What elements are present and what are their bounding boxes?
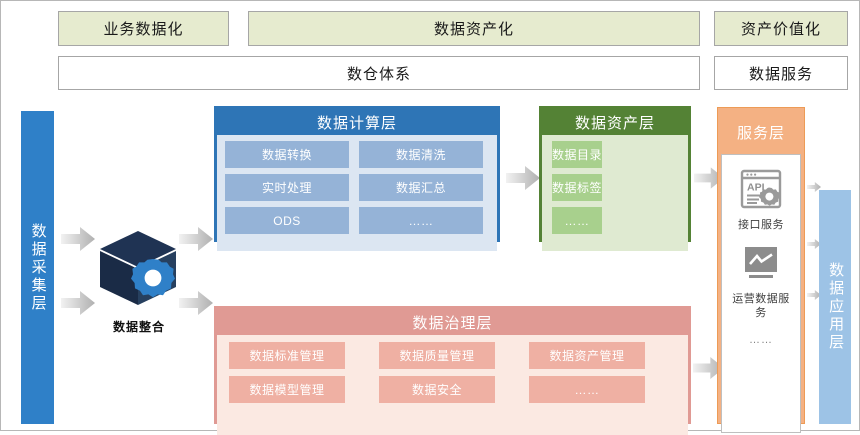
service-item-api[interactable]: API 接口服务 (728, 167, 794, 233)
service-item-label: 运营数据服务 (732, 292, 790, 319)
panel-title-compute: 数据计算层 (217, 109, 497, 135)
chip-asset-item[interactable]: 数据目录 (552, 141, 603, 168)
service-more-label: …… (749, 334, 773, 347)
system-label: 数据服务 (748, 65, 813, 83)
chip-label: 数据转换 (261, 148, 312, 162)
chip-asset-item[interactable]: 数据标签 (552, 174, 603, 201)
panel-title-text: 数据计算层 (316, 114, 397, 132)
arrow-service-to-apply-3 (807, 290, 821, 300)
system-box-data-service: 数据服务 (714, 56, 848, 90)
chip-label: 实时处理 (261, 181, 312, 195)
layer-column-data-collection: 数据采集层 (21, 111, 54, 424)
chip-label: ODS (273, 213, 301, 228)
service-item-label: 接口服务 (738, 219, 784, 231)
system-box-data-warehouse: 数仓体系 (58, 56, 700, 90)
system-label: 数仓体系 (346, 65, 411, 83)
layer-column-label: 数据采集层 (29, 222, 47, 313)
chip-governance-item[interactable]: …… (529, 376, 645, 403)
chip-compute-item[interactable]: 数据汇总 (359, 174, 483, 201)
chip-label: 数据汇总 (395, 181, 446, 195)
panel-body-asset: 数据目录 数据标签 …… (542, 135, 688, 251)
chip-label: 数据清洗 (395, 148, 446, 162)
chip-label: …… (408, 213, 434, 228)
arrow-governance-to-service (693, 357, 724, 379)
arrow-collect-to-integration-top (61, 227, 95, 251)
chip-label: 数据质量管理 (399, 349, 475, 363)
chip-governance-item[interactable]: 数据安全 (379, 376, 495, 403)
panel-title-asset: 数据资产层 (542, 109, 688, 135)
chip-label: …… (574, 382, 600, 397)
api-window-icon: API (740, 169, 782, 209)
arrow-service-to-apply-1 (807, 182, 821, 192)
arrow-asset-to-service (694, 167, 724, 189)
goal-label: 数据资产化 (433, 21, 514, 38)
chip-governance-item[interactable]: 数据模型管理 (229, 376, 345, 403)
monitor-chart-icon (745, 246, 777, 278)
chip-compute-item[interactable]: …… (359, 207, 483, 234)
arrow-collect-to-integration-bottom (61, 291, 95, 315)
goal-box-asset-valuation: 资产价值化 (714, 11, 848, 46)
panel-asset-layer: 数据资产层 数据目录 数据标签 …… (539, 106, 691, 251)
panel-title-service: 服务层 (721, 111, 801, 154)
integration-label: 数据整合 (112, 320, 165, 334)
svg-text:API: API (747, 182, 765, 194)
chip-asset-item[interactable]: …… (552, 207, 603, 234)
panel-title-text: 数据资产层 (574, 114, 655, 132)
chip-label: …… (564, 213, 590, 228)
chip-governance-item[interactable]: 数据资产管理 (529, 342, 645, 369)
chip-compute-item[interactable]: ODS (225, 207, 349, 234)
panel-title-text: 服务层 (736, 125, 785, 142)
goal-box-data-assetization: 数据资产化 (248, 11, 700, 46)
goal-label: 资产价值化 (740, 21, 821, 38)
panel-body-service: API 接口服务 运营数据服务 (721, 154, 801, 433)
panel-service-layer: 服务层 API 接口服务 (717, 107, 805, 433)
arrow-service-to-apply-2 (807, 239, 821, 249)
panel-compute-layer: 数据计算层 数据转换 数据清洗 实时处理 数据汇总 ODS …… (214, 106, 500, 251)
chip-compute-item[interactable]: 实时处理 (225, 174, 349, 201)
chip-compute-item[interactable]: 数据转换 (225, 141, 349, 168)
chip-label: 数据标签 (552, 181, 603, 195)
panel-title-text: 数据治理层 (412, 314, 493, 332)
integration-label-wrapper: 数据整合 (87, 318, 191, 335)
panel-body-compute: 数据转换 数据清洗 实时处理 数据汇总 ODS …… (217, 135, 497, 251)
layer-column-data-application: 数据应用层 (819, 190, 851, 424)
chip-governance-item[interactable]: 数据质量管理 (379, 342, 495, 369)
panel-body-governance: 数据标准管理 数据质量管理 数据资产管理 数据模型管理 数据安全 …… (217, 335, 688, 435)
chip-label: 数据安全 (411, 383, 462, 397)
panel-title-governance: 数据治理层 (217, 309, 688, 335)
arrow-compute-to-asset (506, 166, 540, 190)
goal-box-business-digitization: 业务数据化 (58, 11, 229, 46)
panel-governance-layer: 数据治理层 数据标准管理 数据质量管理 数据资产管理 数据模型管理 数据安全 …… (214, 306, 691, 435)
chip-label: 数据标准管理 (249, 349, 325, 363)
goal-label: 业务数据化 (103, 21, 184, 38)
layer-column-label: 数据应用层 (827, 262, 845, 352)
arrow-integration-to-compute (179, 227, 213, 251)
chip-label: 数据模型管理 (249, 383, 325, 397)
chip-label: 数据目录 (552, 148, 603, 162)
service-item-operations[interactable]: 运营数据服务 (728, 245, 794, 321)
arrow-integration-to-governance (179, 291, 213, 315)
chip-compute-item[interactable]: 数据清洗 (359, 141, 483, 168)
chip-label: 数据资产管理 (549, 349, 625, 363)
cube-gear-icon (100, 231, 176, 305)
chip-governance-item[interactable]: 数据标准管理 (229, 342, 345, 369)
